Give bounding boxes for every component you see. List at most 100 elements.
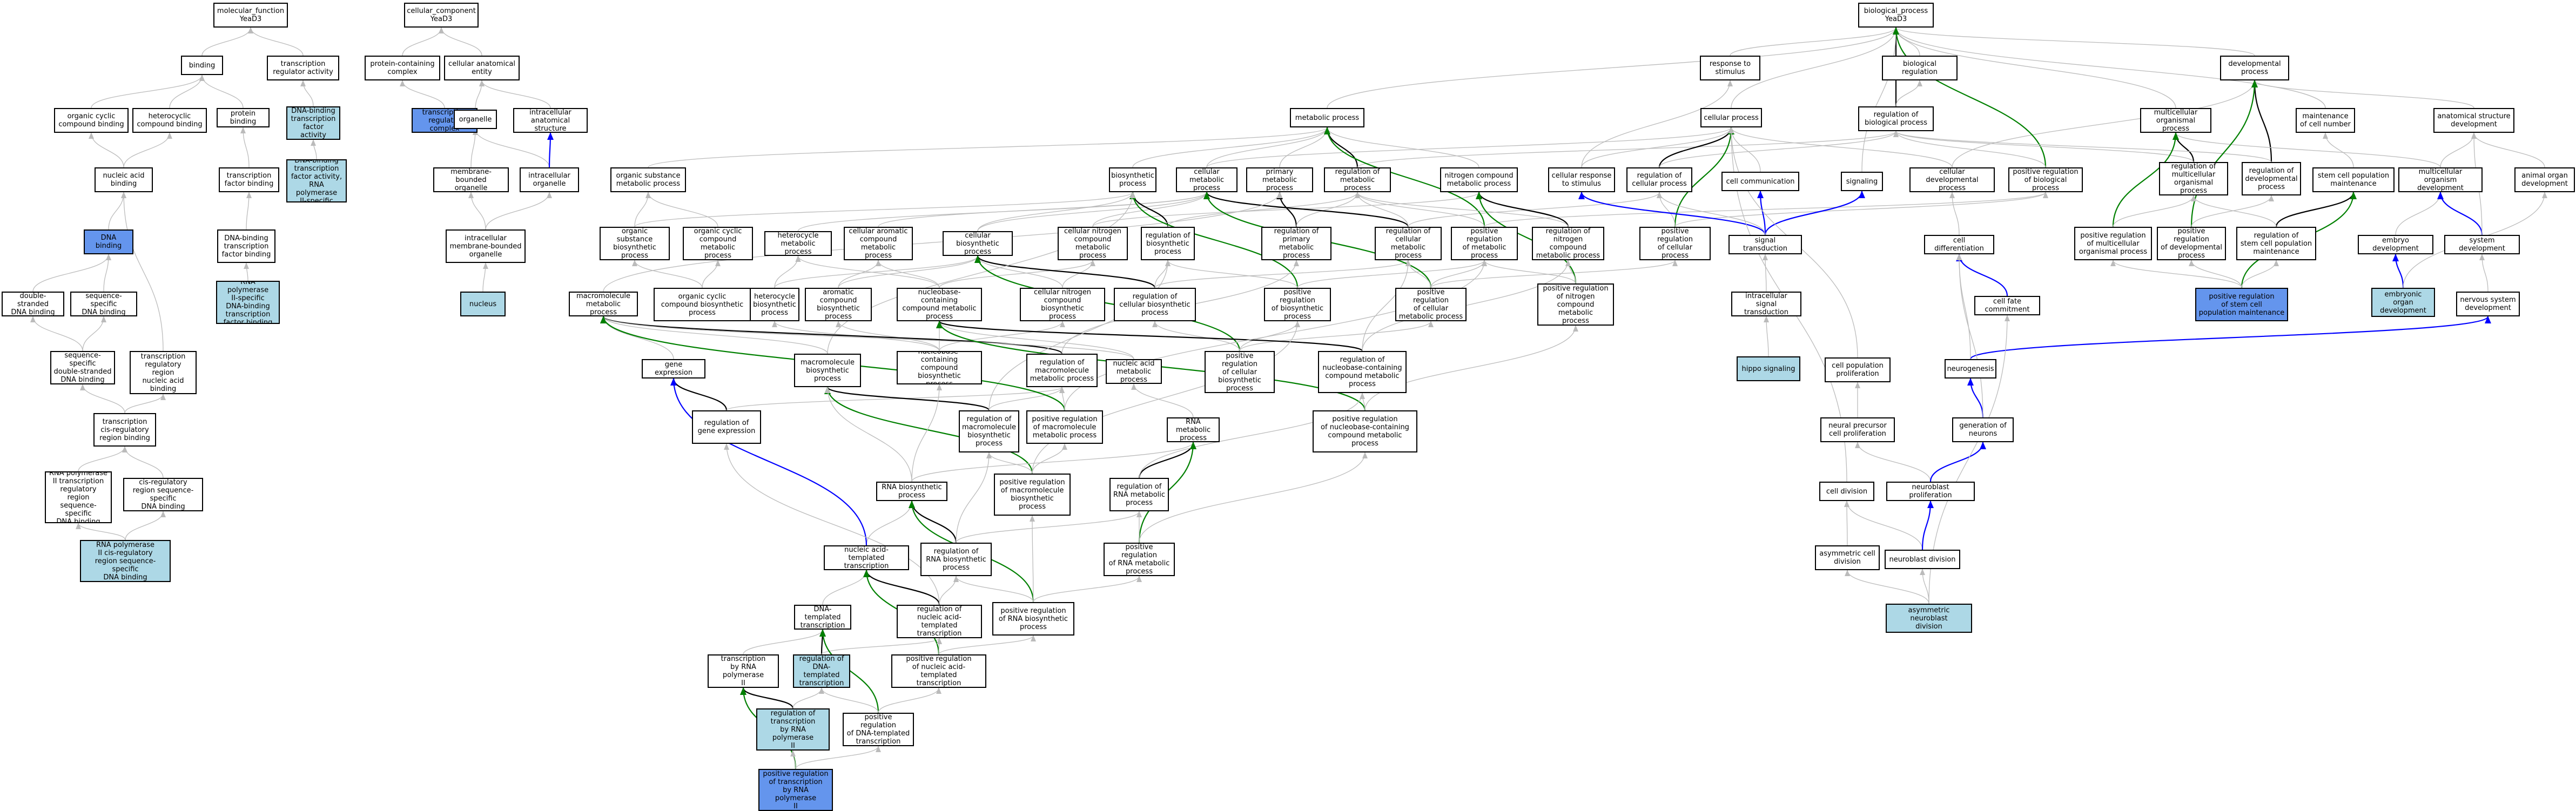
go-term-ssdsdnab[interactable]: sequence-specific double-stranded DNA bi… <box>50 351 115 384</box>
go-term-cellcomm[interactable]: cell communication <box>1721 172 1799 191</box>
go-term-ronccmp[interactable]: regulation of nucleobase-containing comp… <box>1318 351 1407 393</box>
go-term-roncmp[interactable]: regulation of nitrogen compound metaboli… <box>1532 227 1604 260</box>
go-term-asymnd[interactable]: asymmetric neuroblast division <box>1886 604 1972 633</box>
go-term-porcmp[interactable]: positive regulation of cellular metaboli… <box>1395 288 1467 321</box>
go-term-asd[interactable]: anatomical structure development <box>2433 108 2514 133</box>
go-term-scpm[interactable]: stem cell population maintenance <box>2312 167 2395 192</box>
go-term-hmp[interactable]: heterocycle metabolic process <box>764 231 832 256</box>
go-term-porcp[interactable]: positive regulation of cellular process <box>1639 227 1711 260</box>
go-term-rornamp[interactable]: regulation of RNA metabolic process <box>1109 478 1169 511</box>
go-term-nsd[interactable]: nervous system development <box>2456 292 2520 316</box>
go-term-crrssdb[interactable]: cis-regulatory region sequence-specific … <box>123 478 203 511</box>
go-term-pormop[interactable]: positive regulation of multicellular org… <box>2074 227 2152 260</box>
go-term-rocmp[interactable]: regulation of cellular metabolic process <box>1375 227 1442 260</box>
go-term-pordp[interactable]: positive regulation of developmental pro… <box>2157 227 2226 260</box>
go-term-porscpm[interactable]: positive regulation of stem cell populat… <box>2195 288 2288 321</box>
go-term-cmp[interactable]: cellular metabolic process <box>1176 167 1237 192</box>
go-term-mf[interactable]: molecular_function YeaD3 <box>213 3 288 28</box>
go-term-mod[interactable]: multicellular organism development <box>2398 167 2483 192</box>
go-term-protb[interactable]: protein binding <box>217 108 270 127</box>
go-term-occbp[interactable]: organic cyclic compound biosynthetic pro… <box>654 288 751 321</box>
go-term-occmp[interactable]: organic cyclic compound metabolic proces… <box>683 227 753 260</box>
go-term-cp[interactable]: cellular process <box>1700 108 1762 127</box>
go-term-porrnamp[interactable]: positive regulation of RNA metabolic pro… <box>1104 543 1175 576</box>
go-term-asymcd[interactable]: asymmetric cell division <box>1815 545 1880 570</box>
go-term-tfb[interactable]: transcription factor binding <box>219 167 279 192</box>
go-term-roge[interactable]: regulation of gene expression <box>692 410 761 444</box>
go-term-celldiv[interactable]: cell division <box>1819 482 1874 501</box>
go-term-devp[interactable]: developmental process <box>2220 56 2289 80</box>
go-term-pcc[interactable]: protein-containing complex <box>365 56 440 80</box>
go-term-tcrrb[interactable]: transcription cis-regulatory region bind… <box>93 413 156 447</box>
go-term-cdiff[interactable]: cell differentiation <box>1924 235 1994 254</box>
go-term-porbiosyn[interactable]: positive regulation of biosynthetic proc… <box>1264 288 1331 321</box>
go-term-ssdnab[interactable]: sequence-specific DNA binding <box>70 292 137 316</box>
go-term-porncmp[interactable]: positive regulation of nitrogen compound… <box>1537 283 1614 326</box>
go-term-ocb[interactable]: organic cyclic compound binding <box>54 108 129 133</box>
go-term-st[interactable]: signal transduction <box>1728 235 1802 254</box>
go-term-sysdev[interactable]: system development <box>2444 235 2520 254</box>
go-term-rnamp[interactable]: RNA metabolic process <box>1167 417 1220 442</box>
go-term-bp[interactable]: biological_process YeaD3 <box>1858 3 1934 28</box>
go-term-rodp[interactable]: regulation of developmental process <box>2242 162 2301 195</box>
go-term-ist[interactable]: intracellular signal transduction <box>1731 292 1801 316</box>
go-term-romop[interactable]: regulation of multicellular organismal p… <box>2159 162 2228 195</box>
go-term-trrnab[interactable]: transcription regulatory region nucleic … <box>130 351 197 394</box>
go-term-dnab[interactable]: DNA binding <box>84 229 133 254</box>
go-term-pmp[interactable]: primary metabolic process <box>1246 167 1313 192</box>
go-term-mp[interactable]: metabolic process <box>1290 108 1364 127</box>
go-term-rts[interactable]: response to stimulus <box>1700 56 1760 80</box>
go-term-robp[interactable]: regulation of biological process <box>1858 106 1934 131</box>
go-term-neurprol[interactable]: neuroblast proliferation <box>1886 482 1975 501</box>
go-term-geneexp[interactable]: gene expression <box>642 359 705 379</box>
go-term-robiosyn[interactable]: regulation of biosynthetic process <box>1141 227 1195 260</box>
go-term-porbp[interactable]: positive regulation of biological proces… <box>2008 167 2083 192</box>
go-term-acbp[interactable]: aromatic compound biosynthetic process <box>805 288 872 321</box>
go-term-namp[interactable]: nucleic acid metabolic process <box>1106 359 1162 384</box>
go-term-cacmp[interactable]: cellular aromatic compound metabolic pro… <box>844 227 913 260</box>
go-term-rocbp[interactable]: regulation of cellular biosynthetic proc… <box>1114 288 1196 321</box>
go-term-ncmp[interactable]: nitrogen compound metabolic process <box>1440 167 1518 192</box>
go-term-io[interactable]: intracellular organelle <box>520 167 579 192</box>
go-term-binding[interactable]: binding <box>181 56 223 75</box>
go-term-osmp[interactable]: organic substance metabolic process <box>610 167 686 192</box>
go-term-rocp[interactable]: regulation of cellular process <box>1626 167 1692 192</box>
go-term-organelle[interactable]: organelle <box>454 110 497 129</box>
go-term-nccmp[interactable]: nucleobase-containing compound metabolic… <box>897 288 982 321</box>
go-term-portrnap2[interactable]: positive regulation of transcription by … <box>758 769 833 811</box>
go-term-poronccmp[interactable]: positive regulation of nucleobase-contai… <box>1313 410 1417 452</box>
go-term-embdev[interactable]: embryo development <box>2358 235 2433 254</box>
go-term-porcbp[interactable]: positive regulation of cellular biosynth… <box>1205 351 1275 393</box>
go-term-tra[interactable]: transcription regulator activity <box>267 56 339 80</box>
go-term-pordtt[interactable]: positive regulation of DNA-templated tra… <box>843 713 914 746</box>
go-term-ias[interactable]: intracellular anatomical structure <box>513 108 588 133</box>
go-term-mop[interactable]: multicellular organismal process <box>2140 108 2211 133</box>
go-term-cfc[interactable]: cell fate commitment <box>1974 296 2040 315</box>
go-term-biosyn[interactable]: biosynthetic process <box>1109 167 1156 192</box>
go-term-pormp[interactable]: positive regulation of metabolic process <box>1451 227 1518 260</box>
go-term-porrnabp[interactable]: positive regulation of RNA biosynthetic … <box>992 602 1074 636</box>
go-term-ropmp[interactable]: regulation of primary metabolic process <box>1261 227 1331 260</box>
go-term-signaling[interactable]: signaling <box>1841 172 1883 191</box>
go-term-cc[interactable]: cellular_component YeaD3 <box>404 3 479 28</box>
go-term-iombo[interactable]: intracellular membrane-bounded organelle <box>446 229 526 263</box>
go-term-hippo[interactable]: hippo signaling <box>1737 356 1800 381</box>
go-term-rnap2trrsdb[interactable]: RNA polymerase II transcription regulato… <box>45 471 112 523</box>
go-term-hcb[interactable]: heterocyclic compound binding <box>132 108 207 133</box>
go-term-mcn[interactable]: maintenance of cell number <box>2296 108 2355 133</box>
go-term-osbp[interactable]: organic substance biosynthetic process <box>600 227 670 260</box>
go-term-pormbp[interactable]: positive regulation of macromolecule bio… <box>994 474 1071 516</box>
go-term-cncbp[interactable]: cellular nitrogen compound biosynthetic … <box>1020 288 1105 321</box>
go-term-npcp[interactable]: neural precursor cell proliferation <box>1820 417 1895 442</box>
go-term-porommp[interactable]: positive regulation of macromolecule met… <box>1026 410 1103 444</box>
go-term-dsdnab[interactable]: double-stranded DNA binding <box>2 292 64 316</box>
go-term-dbtfa2[interactable]: DNA-binding transcription factor activit… <box>286 159 347 202</box>
go-term-cbp[interactable]: cellular biosynthetic process <box>943 231 1013 256</box>
go-term-genneur[interactable]: generation of neurons <box>1952 417 2014 442</box>
go-term-nab[interactable]: nucleic acid binding <box>95 167 153 192</box>
go-term-eod[interactable]: embryonic organ development <box>2371 288 2435 317</box>
go-term-rotrnap2[interactable]: regulation of transcription by RNA polym… <box>756 708 830 751</box>
go-term-rombp[interactable]: regulation of macromolecule biosynthetic… <box>959 410 1019 452</box>
go-term-mbo[interactable]: membrane-bounded organelle <box>433 167 509 192</box>
go-term-dbtfa[interactable]: DNA-binding transcription factor activit… <box>286 106 340 140</box>
